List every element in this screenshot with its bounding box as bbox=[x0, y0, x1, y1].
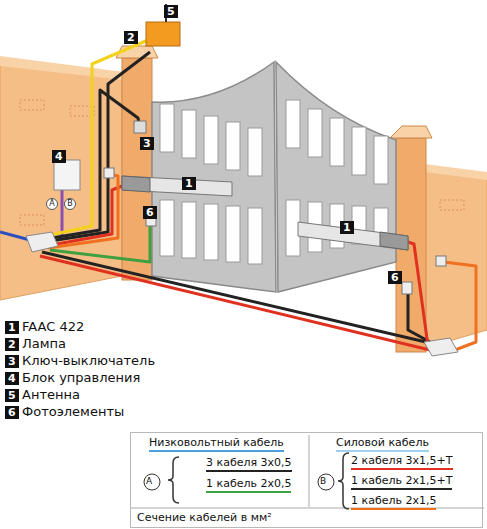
callout-number: 2 bbox=[124, 31, 138, 44]
legend-number: 1 bbox=[5, 321, 19, 334]
part-name: Фотоэлементы bbox=[22, 405, 124, 418]
part-name: Антенна bbox=[22, 388, 80, 401]
junction-box bbox=[424, 338, 458, 356]
motor-body bbox=[380, 232, 408, 250]
operator-motor bbox=[122, 176, 232, 196]
group-letter: B bbox=[320, 476, 326, 488]
photocell bbox=[436, 256, 446, 266]
control-box bbox=[54, 160, 80, 190]
callout-number: 3 bbox=[140, 137, 154, 150]
operator-motor bbox=[298, 222, 408, 250]
legend-number: 3 bbox=[5, 355, 19, 368]
wall-vents bbox=[20, 100, 94, 225]
lamp bbox=[146, 22, 180, 46]
right-wall bbox=[425, 170, 487, 348]
column-header: Силовой кабель bbox=[336, 436, 429, 452]
key-switch bbox=[134, 121, 146, 133]
pillar-cap bbox=[390, 126, 432, 138]
part-name: Блок управления bbox=[22, 371, 140, 384]
left-pillar bbox=[122, 58, 152, 280]
left-wall bbox=[0, 62, 122, 300]
wall-vent bbox=[440, 200, 464, 210]
callout-number: 1 bbox=[182, 177, 196, 190]
wall-cap bbox=[425, 164, 487, 180]
photocell bbox=[402, 282, 412, 294]
junction-box bbox=[26, 232, 58, 252]
part-name: Ключ-выключатель bbox=[22, 354, 155, 367]
left-gate-leaf bbox=[152, 62, 276, 292]
table-note: Сечение кабелей в мм² bbox=[137, 511, 272, 525]
cable-spec: 3 кабеля 3x0,5 bbox=[206, 456, 292, 472]
right-gate-leaf bbox=[276, 62, 396, 292]
legend-number: 4 bbox=[5, 372, 19, 385]
callout-number: 1 bbox=[340, 221, 354, 234]
callout-number: 5 bbox=[164, 5, 178, 18]
cable-spec: 1 кабель 2x0,5 bbox=[206, 477, 291, 493]
callout-number: 6 bbox=[388, 271, 402, 284]
legend-number: 5 bbox=[5, 389, 19, 402]
callout-number: 6 bbox=[143, 206, 157, 219]
cable-table: Низковольтный кабель Силовой кабельA 3 каб… bbox=[130, 432, 483, 528]
photocell bbox=[104, 168, 114, 178]
callout-number: 4 bbox=[52, 150, 66, 163]
part-name: FAAC 422 bbox=[22, 320, 84, 333]
group-letter: A bbox=[146, 476, 152, 488]
cable-spec: 1 кабель 2x1,5+T bbox=[351, 474, 452, 490]
cables bbox=[0, 40, 476, 350]
legend-number: 6 bbox=[5, 406, 19, 419]
cable-spec: 1 кабель 2x1,5 bbox=[351, 494, 436, 510]
cable-group-mark: A bbox=[46, 198, 58, 210]
motor-body bbox=[122, 176, 150, 192]
column-header: Низковольтный кабель bbox=[149, 436, 284, 452]
part-name: Лампа bbox=[22, 337, 66, 350]
cable-group-mark: B bbox=[64, 198, 76, 210]
legend-number: 2 bbox=[5, 338, 19, 351]
cable-spec: 2 кабеля 3x1,5+T bbox=[351, 454, 453, 470]
